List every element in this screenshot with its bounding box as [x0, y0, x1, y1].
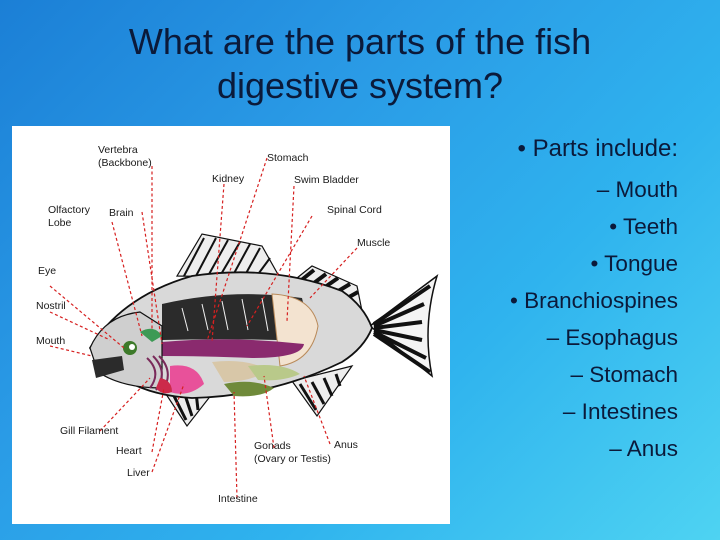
brain-illustration: [140, 328, 162, 342]
label-eye: Eye: [38, 265, 56, 277]
intestine-organ: [224, 381, 274, 397]
slide-title: What are the parts of the fish digestive…: [40, 20, 680, 108]
bullet-item: – Esophagus: [546, 325, 678, 350]
label-vertebra: Vertebra: [98, 144, 138, 156]
bullet-item: • Teeth: [609, 214, 678, 239]
bullet-item: – Anus: [609, 436, 678, 461]
label-nostril: Nostril: [36, 300, 66, 312]
label-liver: Liver: [127, 467, 150, 479]
bullet-item: • Branchiospines: [510, 288, 678, 313]
bullet-item: – Intestines: [562, 399, 678, 424]
label-lobe: Lobe: [48, 217, 72, 229]
label-muscle: Muscle: [357, 237, 390, 249]
label-backbone: (Backbone): [98, 157, 152, 169]
diagram-labels: Vertebra (Backbone) Stomach Kidney Swim …: [36, 144, 390, 505]
liver: [170, 365, 204, 394]
gonads-organ: [248, 365, 300, 381]
bullet-heading: • Parts include:: [517, 135, 678, 162]
jaw-illustration: [92, 356, 124, 378]
label-anus: Anus: [334, 439, 358, 451]
bullet-item: – Mouth: [596, 177, 678, 202]
bullet-item: – Stomach: [570, 362, 678, 387]
bullet-list: • Parts include: – Mouth • Teeth • Tongu…: [452, 130, 678, 467]
fish-anatomy-diagram: Vertebra (Backbone) Stomach Kidney Swim …: [12, 126, 450, 524]
fish-anatomy-illustration: Vertebra (Backbone) Stomach Kidney Swim …: [36, 144, 439, 505]
label-swim-bladder: Swim Bladder: [294, 174, 359, 186]
fish-head: [89, 311, 163, 389]
kidney: [162, 339, 304, 358]
label-mouth: Mouth: [36, 335, 65, 347]
label-gill-filament: Gill Filament: [60, 425, 118, 437]
slide-title-line-1: What are the parts of the fish: [128, 21, 592, 62]
tail-fin: [368, 274, 439, 378]
bullet-item: • Tongue: [590, 251, 678, 276]
label-stomach: Stomach: [267, 152, 309, 164]
slide-title-line-2: digestive system?: [216, 65, 504, 106]
heart: [156, 378, 172, 394]
label-heart: Heart: [116, 445, 142, 457]
label-ovary-testis: (Ovary or Testis): [254, 453, 331, 465]
label-intestine: Intestine: [218, 493, 258, 505]
label-olfactory: Olfactory: [48, 204, 91, 216]
label-gonads: Gonads: [254, 440, 291, 452]
leader-lines: [49, 157, 358, 499]
label-spinal-cord: Spinal Cord: [327, 204, 382, 216]
label-brain: Brain: [109, 207, 134, 219]
label-kidney: Kidney: [212, 173, 245, 185]
